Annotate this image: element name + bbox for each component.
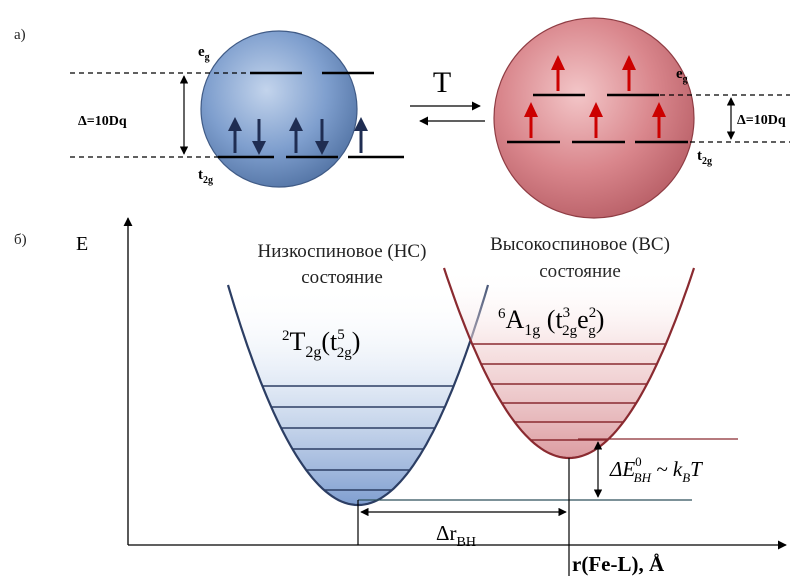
spin-up-arrow-icon — [589, 102, 603, 138]
high-spin-sphere-group: eg t2g Δ=10Dq — [493, 17, 790, 219]
ls-t2g-label: t2g — [198, 167, 213, 186]
ls-vibrational-levels — [262, 385, 454, 491]
spin-up-arrow-icon — [551, 55, 565, 91]
temperature-label: T — [433, 66, 451, 99]
ls-delta-label: Δ=10Dq — [78, 114, 127, 129]
panel-a-label: а) — [14, 27, 26, 43]
x-axis-label: r(Fe-L), Å — [572, 552, 665, 576]
spin-up-arrow-icon — [524, 102, 538, 138]
ls-electron-arrows — [228, 117, 368, 155]
spin-down-arrow-icon — [315, 119, 329, 155]
hs-electron-arrows — [524, 55, 666, 138]
hs-eg-label: eg — [676, 66, 688, 85]
hs-title-line1: Высокоспиновое (ВС) — [490, 234, 670, 255]
ls-title-line2: состояние — [301, 267, 383, 288]
delta-r-label: ΔrBH — [436, 521, 476, 550]
hs-vibrational-levels — [472, 343, 666, 441]
low-spin-sphere-group: eg t2g Δ=10Dq — [70, 30, 404, 188]
spin-up-arrow-icon — [289, 117, 303, 153]
spin-down-arrow-icon — [252, 119, 266, 155]
low-spin-sphere — [200, 30, 358, 188]
ls-potential-well — [226, 284, 490, 507]
temperature-equilibrium: T — [410, 66, 485, 126]
hs-delta-label: Δ=10Dq — [737, 113, 786, 128]
high-spin-sphere — [493, 17, 695, 219]
spin-up-arrow-icon — [228, 117, 242, 153]
hs-potential-well — [442, 267, 696, 460]
hs-t2g-label: t2g — [697, 148, 712, 167]
spin-up-arrow-icon — [354, 117, 368, 153]
ls-eg-label: eg — [198, 44, 210, 63]
panel-b-label: б) — [14, 232, 27, 248]
ls-title-line1: Низкоспиновое (НС) — [258, 241, 427, 262]
spin-up-arrow-icon — [622, 55, 636, 91]
spin-up-arrow-icon — [652, 102, 666, 138]
y-axis-label: E — [76, 233, 88, 255]
